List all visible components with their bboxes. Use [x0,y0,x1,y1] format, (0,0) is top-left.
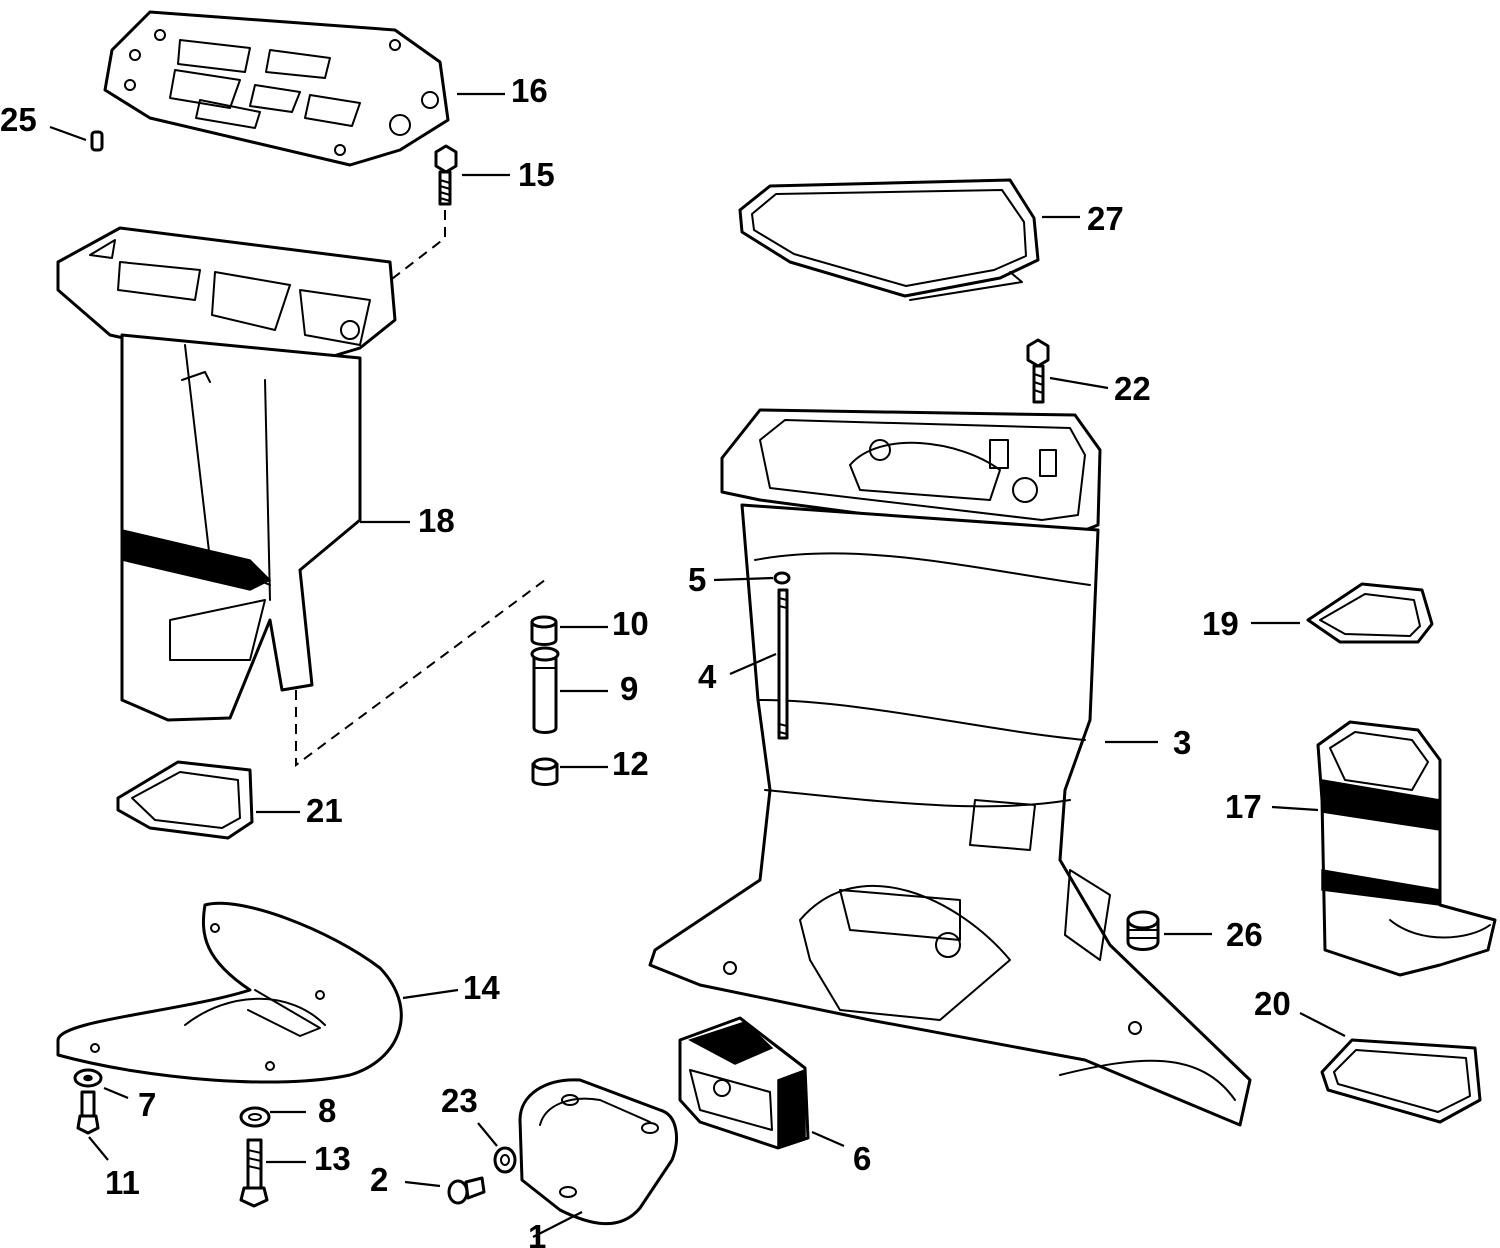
callout-3: 3 [1173,724,1191,761]
callout-6: 6 [853,1140,871,1177]
callout-9: 9 [620,670,638,707]
part-12-grommet [531,757,559,786]
part-15-bolt [434,144,458,206]
callout-17: 17 [1225,788,1262,825]
callout-7: 7 [138,1086,156,1123]
part-13-bolt [239,1138,269,1208]
part-19-seal [1306,582,1434,644]
part-22-bolt [1026,338,1050,404]
leader-lines [49,92,1346,1238]
callout-15: 15 [518,156,555,193]
callout-16: 16 [511,72,548,109]
part-9-tube [530,646,560,734]
part-20-seal [1320,1038,1482,1124]
part-10-grommet [530,615,558,646]
callout-23: 23 [441,1082,478,1119]
callout-1: 1 [528,1218,546,1248]
callout-22: 22 [1114,370,1151,407]
part-26-plug [1126,910,1160,951]
callout-4: 4 [698,658,717,695]
callout-25: 25 [0,101,37,138]
callout-labels: 16 25 15 18 10 9 12 21 14 7 11 8 13 2 23… [0,72,1291,1248]
callout-18: 18 [418,502,455,539]
callout-2: 2 [370,1161,388,1198]
part-5-retainer [773,571,791,585]
part-1-cover [518,1078,678,1226]
part-23-washer [493,1146,517,1174]
part-18-exhaust-housing [56,226,397,722]
callout-19: 19 [1202,605,1239,642]
callout-12: 12 [612,745,649,782]
part-21-seal [116,760,254,840]
part-11-screw [76,1090,100,1135]
part-4-stud [777,588,789,740]
callout-13: 13 [314,1140,351,1177]
part-16-gasket [103,10,450,167]
callout-20: 20 [1254,985,1291,1022]
part-25-dowel-pin [90,130,104,152]
callout-14: 14 [463,969,500,1006]
part-2-screw [447,1176,486,1205]
part-17-exhaust-tube [1316,720,1497,977]
callout-11: 11 [105,1164,140,1201]
part-8-nut [239,1106,271,1128]
callout-5: 5 [688,561,706,598]
part-7-washer [73,1068,103,1088]
part-14-cover-plate [56,901,403,1084]
callout-26: 26 [1226,916,1263,953]
part-6-mount [678,1016,810,1150]
callout-27: 27 [1087,200,1124,237]
callout-10: 10 [612,605,649,642]
part-3-driveshaft-housing [648,408,1252,1127]
callout-8: 8 [318,1092,336,1129]
callout-21: 21 [306,792,343,829]
part-27-large-seal [738,178,1040,301]
